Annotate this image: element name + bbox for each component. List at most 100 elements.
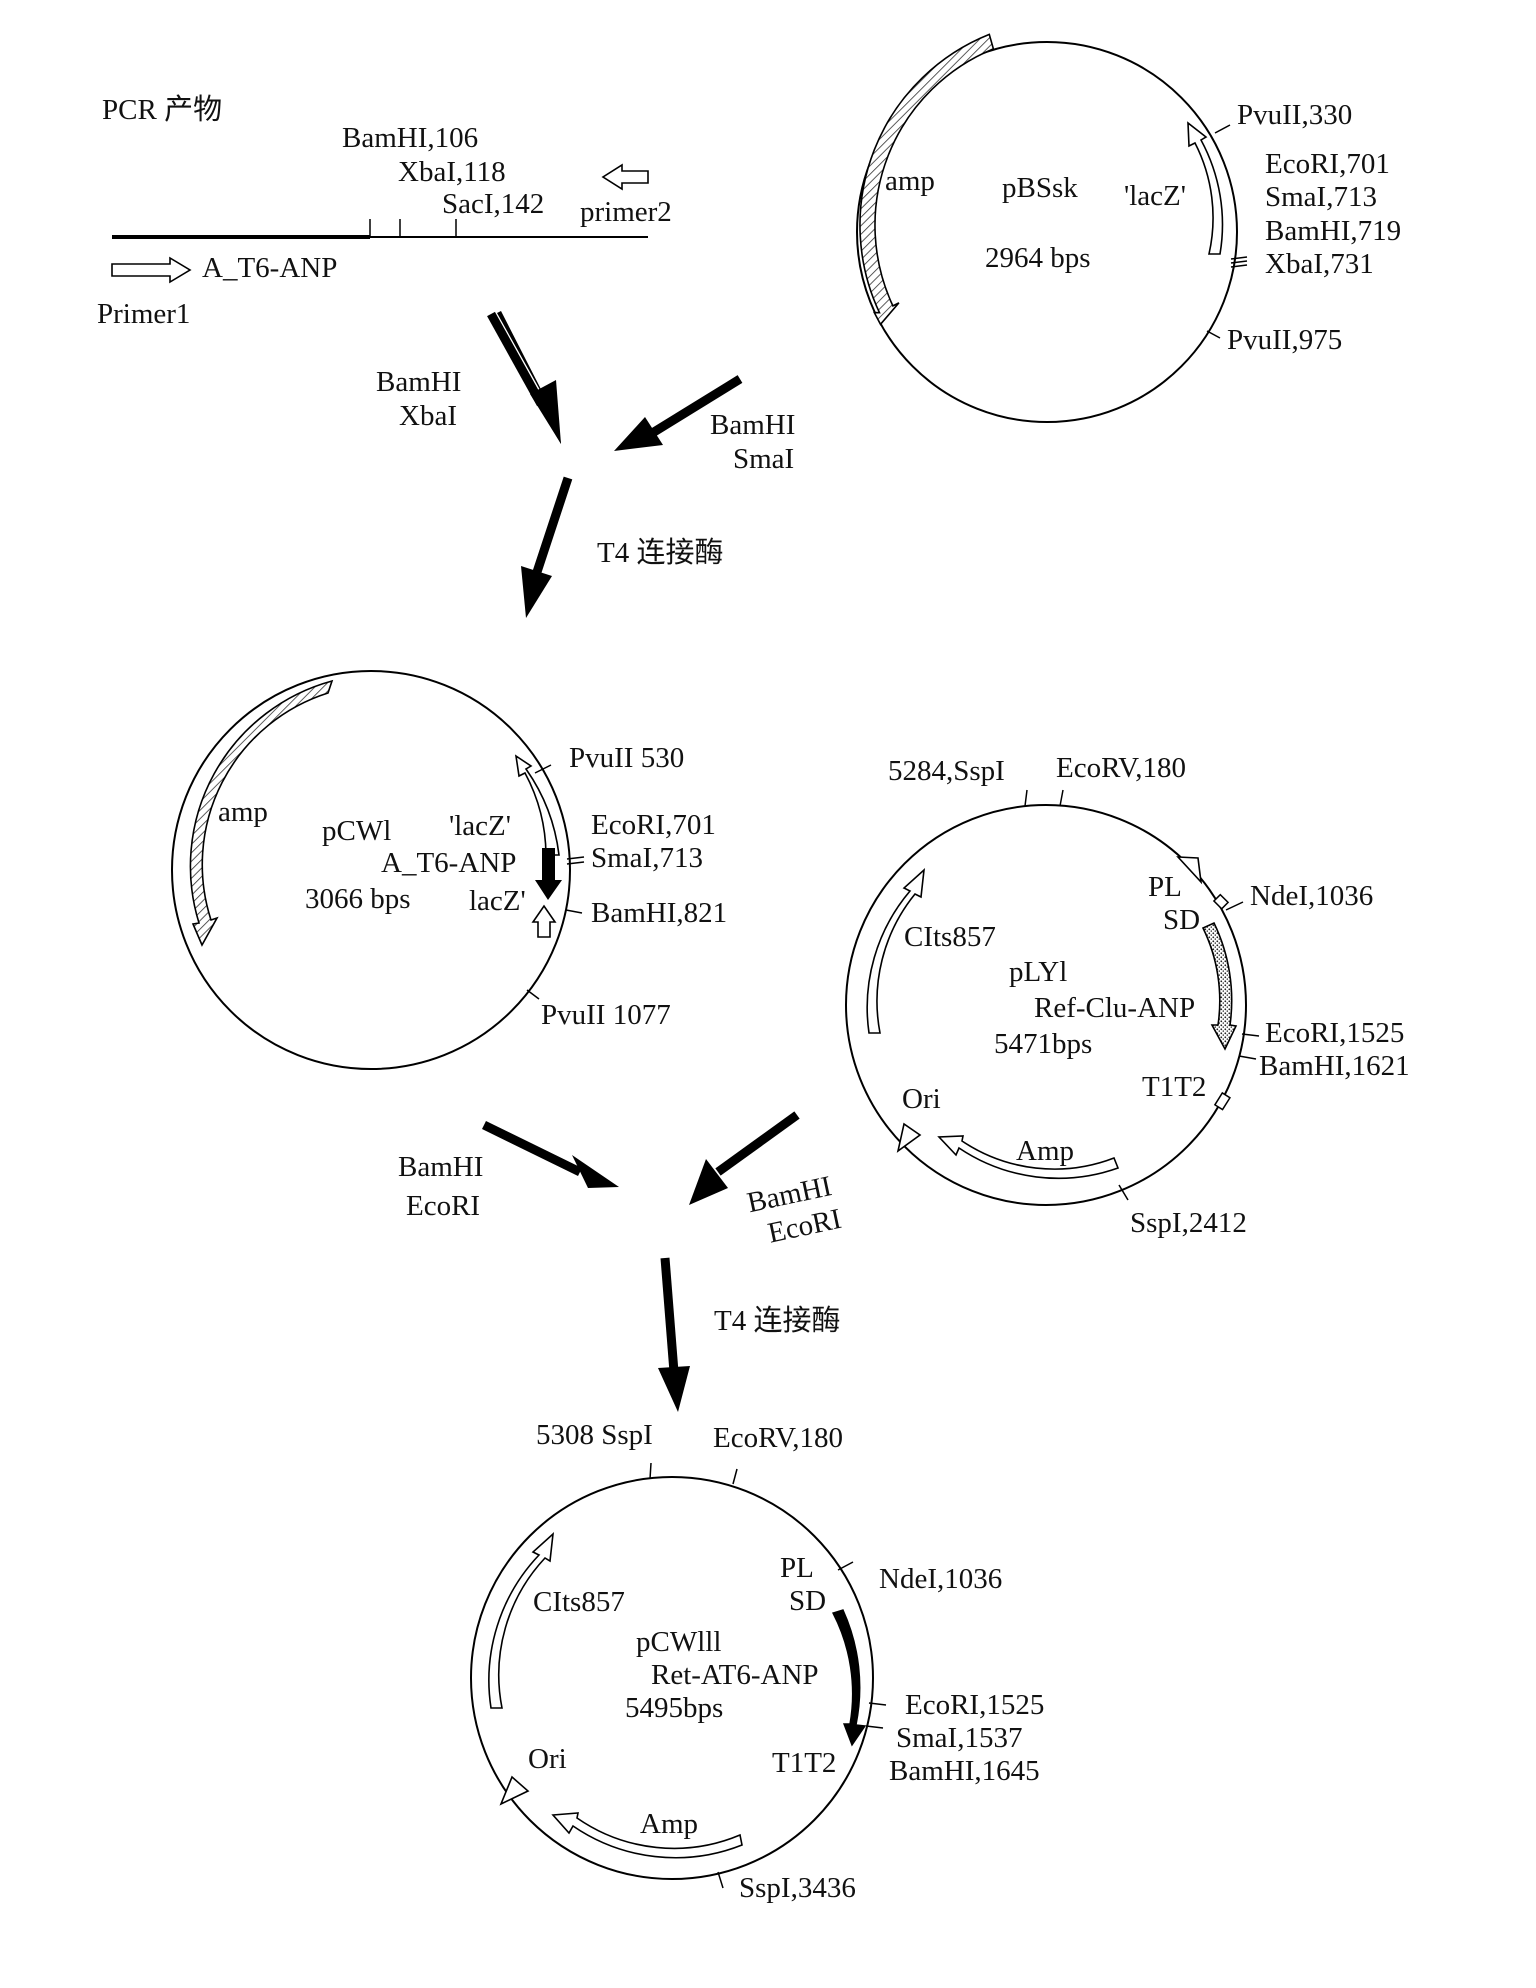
plasmid-name: pCWl — [322, 815, 391, 847]
ligation-arrow-head — [521, 566, 552, 618]
site-label-pvuii-1077: PvuII 1077 — [541, 999, 671, 1031]
site-tick — [1238, 1055, 1257, 1060]
site-label-sspi-5308: 5308 SspI — [536, 1419, 653, 1451]
enzyme-label: XbaI — [399, 400, 457, 432]
primer1-arrow-icon — [111, 256, 192, 284]
plasmid-circle — [856, 41, 1238, 423]
insert-label: Ref-Clu-ANP — [1034, 992, 1195, 1024]
site-tick — [1024, 789, 1028, 807]
digest-arrow-icon — [651, 375, 743, 436]
amp-gene-arrow-icon — [937, 1135, 1120, 1180]
insert-gene-arrow-icon — [1201, 921, 1238, 1051]
amp-gene-arrow-icon — [859, 33, 995, 326]
site-tick — [526, 989, 540, 1000]
site-label-ecori: EcoRI,1525 — [1265, 1017, 1404, 1049]
insert-label: A_T6-ANP — [381, 847, 516, 879]
site-tick — [717, 1871, 724, 1889]
site-tick — [566, 861, 585, 865]
site-label-pvuii-330: PvuII,330 — [1237, 99, 1352, 131]
site-tick — [865, 1725, 884, 1729]
ori-label: Ori — [528, 1743, 567, 1775]
site-label-ecori: EcoRI,701 — [1265, 148, 1390, 180]
amp-label: Amp — [640, 1808, 698, 1840]
plasmid-name: pLYl — [1009, 956, 1067, 988]
plasmid-size: 5495bps — [625, 1692, 723, 1724]
digest-arrow-head — [530, 380, 561, 444]
sd-box-icon — [1212, 893, 1230, 910]
site-tick — [1241, 1033, 1260, 1037]
site-label-bamhi: BamHI,719 — [1265, 215, 1401, 247]
plasmid-size: 2964 bps — [985, 242, 1091, 274]
plasmid-size: 5471bps — [994, 1028, 1092, 1060]
digest-arrow-icon — [482, 1120, 582, 1177]
amp-label: amp — [218, 796, 268, 828]
primer1-label: Primer1 — [97, 298, 190, 330]
insert-gene-arrow-icon — [831, 1609, 867, 1747]
lacz-gene-arrow-icon — [514, 754, 560, 856]
enzyme-label: BamHI — [710, 409, 795, 441]
site-label-bamhi: BamHI,106 — [342, 122, 478, 154]
lacz-label: lacZ' — [469, 885, 526, 917]
plasmid-pcwii: 5308 SspI EcoRV,180 PL SD NdeI,1036 CIts… — [470, 1419, 1044, 1904]
digest-step-1: BamHI XbaI BamHI SmaI T4 连接酶 — [376, 311, 795, 618]
site-label-pvuii-530: PvuII 530 — [569, 742, 684, 774]
sd-label: SD — [789, 1585, 826, 1617]
cits857-label: CIts857 — [533, 1586, 625, 1618]
ori-arrow-icon — [896, 1122, 922, 1153]
insert-label: Ret-AT6-ANP — [651, 1659, 819, 1691]
digest-arrow-head — [689, 1159, 728, 1205]
plasmid-circle — [845, 804, 1247, 1206]
site-label-ndei: NdeI,1036 — [879, 1563, 1002, 1595]
site-tick — [1230, 264, 1248, 268]
amp-label: amp — [885, 165, 935, 197]
site-label-sspi-5284: 5284,SspI — [888, 755, 1005, 787]
enzyme-label: BamHI — [376, 366, 461, 398]
ligation-arrow-head — [658, 1366, 690, 1412]
site-tick — [1230, 256, 1248, 260]
site-tick — [565, 909, 583, 914]
digest-arrow-icon — [487, 311, 545, 407]
primer2-label: primer2 — [580, 196, 672, 228]
amp-label: Amp — [1016, 1135, 1074, 1167]
site-label-saci: SacI,142 — [442, 188, 544, 220]
enzyme-label: BamHI — [398, 1151, 483, 1183]
ligation-arrow-icon — [532, 476, 573, 574]
ligase-label: T4 连接酶 — [714, 1304, 840, 1337]
pl-promoter-arrow-icon — [1176, 856, 1203, 885]
pcr-product: PCR 产物 BamHI,106 XbaI,118 SacI,142 prime… — [97, 93, 672, 330]
digest-step-2: BamHI EcoRI BamHI EcoRI T4 连接酶 — [398, 1111, 844, 1412]
site-label-ndei: NdeI,1036 — [1250, 880, 1373, 912]
digest-arrow-head — [614, 417, 663, 451]
plasmid-name: pCWlll — [636, 1626, 721, 1658]
site-label-pvuii-975: PvuII,975 — [1227, 324, 1342, 356]
site-label-sspi-2412: SspI,2412 — [1130, 1207, 1247, 1239]
cits857-label: CIts857 — [904, 921, 996, 953]
cits857-gene-arrow-icon — [866, 867, 926, 1034]
site-label-bamhi: BamHI,1621 — [1259, 1050, 1410, 1082]
site-tick — [1206, 330, 1221, 339]
pl-label: PL — [1148, 871, 1182, 903]
amp-gene-arrow-icon — [189, 679, 334, 947]
site-tick — [1118, 1184, 1129, 1201]
plasmid-circle — [171, 670, 571, 1070]
site-label-smai: SmaI,713 — [591, 842, 703, 874]
site-label-xbai: XbaI,118 — [398, 156, 506, 188]
lacz-label: 'lacZ' — [449, 810, 511, 842]
site-tick — [1230, 260, 1248, 264]
site-label-smai: SmaI,713 — [1265, 181, 1377, 213]
site-tick — [1214, 124, 1231, 134]
site-tick — [534, 764, 552, 774]
sd-label: SD — [1163, 904, 1200, 936]
amp-gene-arrow-icon — [551, 1812, 743, 1859]
pcr-title: PCR 产物 — [102, 93, 222, 126]
primer2-arrow-icon — [601, 163, 649, 191]
gene-label: A_T6-ANP — [202, 252, 337, 284]
plasmid-size: 3066 bps — [305, 883, 411, 915]
cits857-gene-arrow-icon — [488, 1531, 555, 1709]
enzyme-label: EcoRI — [406, 1190, 480, 1222]
site-label-bamhi: BamHI,821 — [591, 897, 727, 929]
site-label-ecori: EcoRI,1525 — [905, 1689, 1044, 1721]
t1t2-label: T1T2 — [1142, 1071, 1206, 1103]
pl-label: PL — [780, 1552, 814, 1584]
